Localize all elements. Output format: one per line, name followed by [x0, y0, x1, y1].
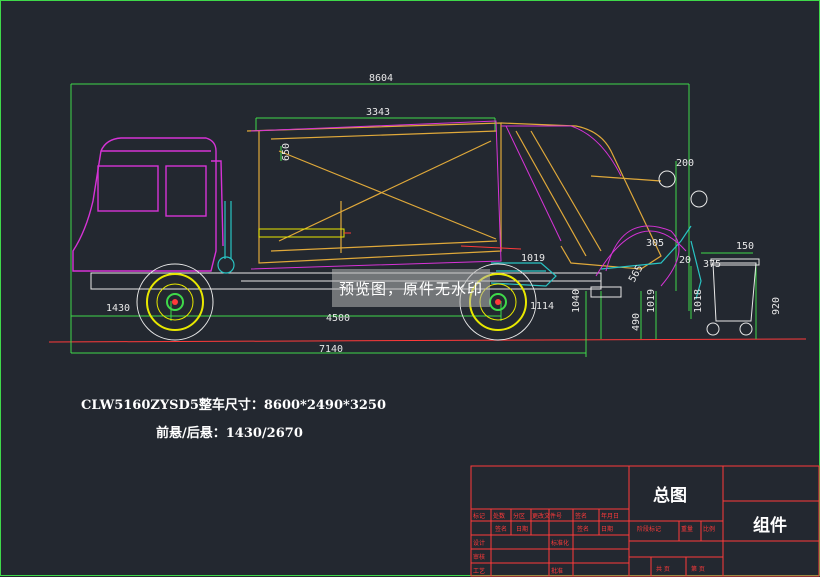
rear-bumper — [590, 286, 622, 298]
tb-stage: 阶段标记 — [637, 525, 661, 533]
tb-process: 工艺 — [473, 567, 485, 575]
dim-200: 200 — [676, 158, 694, 169]
tb-extra-3: 签名 — [577, 525, 589, 533]
title-block-title: 总图 — [653, 485, 687, 506]
rear-hydraulics — [490, 225, 702, 300]
dim-375: 375 — [703, 259, 721, 270]
dim-150: 150 — [736, 241, 754, 252]
dim-total-7140: 7140 — [319, 344, 343, 355]
tb-extra-2: 日期 — [516, 525, 528, 533]
lifter-arcs — [595, 225, 687, 287]
dim-1018: 1018 — [693, 289, 704, 313]
tb-scale: 比例 — [703, 525, 715, 533]
title-block-component: 组件 — [753, 515, 787, 536]
tb-row1-c2: 处数 — [493, 512, 505, 520]
dim-1040: 1040 — [571, 289, 582, 313]
tb-design: 设计 — [473, 539, 485, 547]
caption-dimensions: CLW5160ZYSD5整车尺寸：8600*2490*3250 — [81, 397, 386, 413]
tb-row1-c4: 更改文件号 — [532, 512, 562, 520]
watermark-box: 预览图，原件无水印 — [332, 269, 490, 307]
tb-extra-1: 签名 — [495, 525, 507, 533]
ground-line — [48, 338, 807, 343]
tb-review: 审核 — [473, 553, 485, 561]
compactor-body — [246, 122, 662, 270]
dim-1019-top: 1019 — [521, 253, 545, 264]
caption-overhang: 前悬/后悬：1430/2670 — [156, 425, 303, 441]
front-wheel — [136, 263, 214, 341]
dim-overall-length: 8604 — [369, 73, 393, 84]
hydraulic-cylinder — [258, 228, 522, 250]
dim-20: 20 — [679, 255, 691, 266]
small-wheels — [658, 170, 753, 336]
tb-page-number: 第 页 — [691, 565, 705, 573]
cab-outline — [72, 137, 224, 272]
watermark-text: 预览图，原件无水印 — [338, 279, 483, 298]
tb-extra-4: 日期 — [601, 525, 613, 533]
tb-row1-c5: 签名 — [575, 512, 587, 520]
dimension-lines — [70, 83, 757, 357]
dim-650: 650 — [281, 143, 292, 161]
tb-approve: 批准 — [551, 567, 563, 575]
garbage-bin — [710, 258, 760, 322]
tb-row1-c6: 年月日 — [601, 512, 619, 520]
dim-490: 490 — [631, 313, 642, 331]
dim-920: 920 — [771, 297, 782, 315]
cab-pipes — [217, 201, 235, 274]
dim-body-length: 3343 — [366, 107, 390, 118]
tb-standard: 标准化 — [551, 539, 569, 547]
tb-row1-c3: 分区 — [513, 512, 525, 520]
body-pink-outline — [250, 120, 622, 270]
dim-wheelbase: 4500 — [326, 313, 350, 324]
dim-1019-side: 1019 — [646, 289, 657, 313]
tb-weight: 重量 — [681, 525, 693, 533]
dim-305: 305 — [646, 238, 664, 249]
tb-row1-c1: 标记 — [473, 512, 485, 520]
dim-front-overhang: 1430 — [106, 303, 130, 314]
dim-1114: 1114 — [530, 301, 554, 312]
tb-total-pages: 共 页 — [656, 565, 670, 573]
